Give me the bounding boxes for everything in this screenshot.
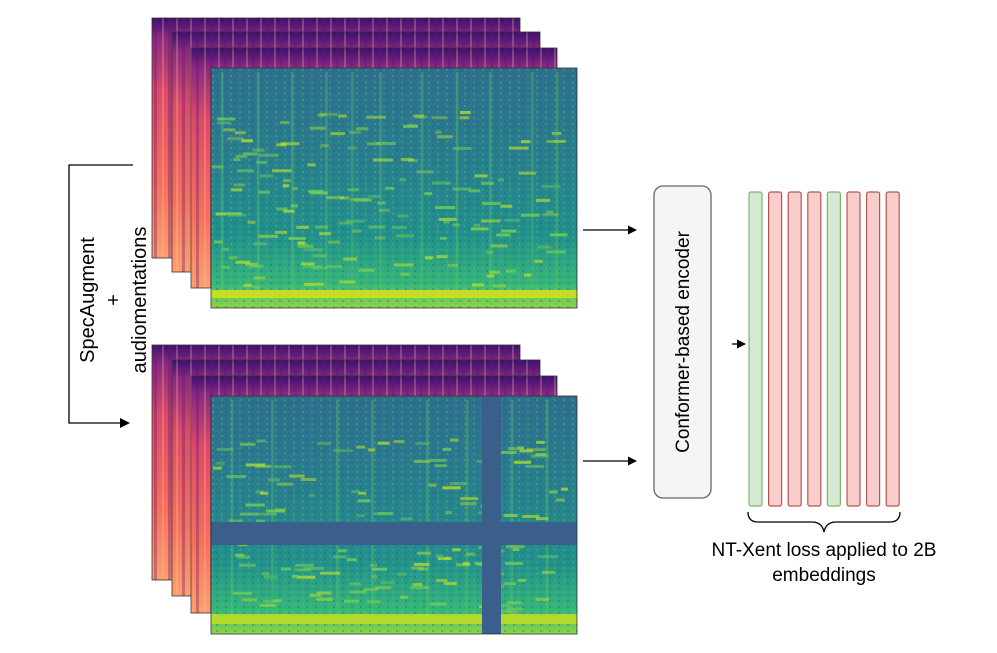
embeddings-brace — [747, 511, 901, 533]
viridis-spectrogram-augmented — [210, 395, 578, 635]
negative-embedding-bar — [885, 191, 900, 507]
augmentation-label-line2: + — [103, 294, 125, 306]
augmentation-label-line3: audiomentations — [129, 227, 151, 374]
augmentation-path — [68, 164, 133, 428]
frequency-mask-band — [211, 522, 577, 545]
loss-label-line1: NT-Xent loss applied to 2B — [712, 540, 937, 561]
embedding-bars — [748, 191, 900, 507]
encoder-label: Conformer-based encoder — [673, 230, 694, 452]
negative-embedding-bar — [846, 191, 861, 507]
negative-embedding-bar — [865, 191, 881, 507]
negative-embedding-bar — [807, 191, 822, 507]
positive-embedding-bar — [826, 191, 842, 507]
augmentation-label-line1: SpecAugment — [77, 237, 99, 363]
negative-embedding-bar — [787, 191, 802, 507]
conformer-encoder-box: Conformer-based encoder — [653, 185, 712, 499]
negative-embedding-bar — [767, 191, 783, 507]
positive-embedding-bar — [748, 191, 763, 507]
augmented-spectrogram-stack — [151, 344, 578, 635]
time-mask-band — [482, 396, 501, 634]
original-spectrogram-stack — [151, 17, 578, 309]
viridis-spectrogram-front — [210, 67, 578, 309]
arrowhead-icon — [120, 418, 130, 428]
loss-label-line2: embeddings — [772, 565, 876, 586]
